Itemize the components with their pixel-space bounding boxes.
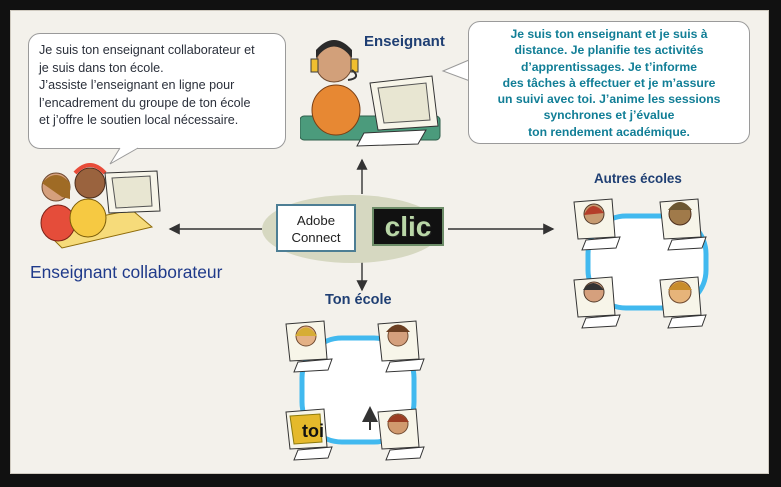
collaborator-speech-bubble: Je suis ton enseignant collaborateur et … (28, 33, 286, 149)
adobe-connect-line-1: Adobe (296, 213, 336, 228)
teacher-line-5: un suivi avec toi. J’anime les sessions (497, 92, 721, 107)
collab-line-4: l’encadrement du groupe de ton école (39, 95, 251, 110)
other-schools-title: Autres écoles (594, 171, 682, 186)
teacher-title: Enseignant (364, 33, 445, 50)
computer-icon (573, 276, 621, 329)
clic-logo: clic (372, 207, 444, 246)
computer-icon (285, 408, 333, 461)
other-schools-network (573, 198, 709, 329)
teacher-line-3: d’apprentissages. Je t’informe (520, 59, 698, 74)
computer-icon (377, 408, 425, 461)
teacher-line-7: ton rendement académique. (528, 124, 690, 139)
computer-icon (659, 276, 707, 329)
computer-icon (377, 320, 425, 373)
your-school-network: toi (285, 320, 425, 461)
collaborator-with-student-icon (40, 163, 161, 249)
collaborator-label: Enseignant collaborateur (30, 262, 223, 282)
teacher-line-6: synchrones et j’évalue (543, 108, 675, 123)
teacher-line-2: distance. Je planifie tes activités (514, 43, 704, 58)
collab-line-3: J’assiste l’enseignant en ligne pour (39, 78, 235, 93)
collab-line-2: je suis dans ton école. (39, 60, 164, 75)
computer-icon (573, 198, 621, 251)
adobe-connect-logo: Adobe Connect (276, 204, 356, 252)
teacher-line-1: Je suis ton enseignant et je suis à (510, 27, 708, 41)
computer-icon (659, 198, 707, 251)
adobe-connect-line-2: Connect (291, 230, 341, 245)
computer-icon (285, 320, 333, 373)
your-school-title: Ton école (325, 292, 392, 308)
collab-line-5: et j’offre le soutien local nécessaire. (39, 113, 239, 128)
teacher-line-4: des tâches à effectuer et je m’assure (502, 75, 716, 90)
teacher-speech-bubble: Je suis ton enseignant et je suis à dist… (468, 21, 750, 144)
toi-badge: toi (302, 421, 324, 441)
collab-line-1: Je suis ton enseignant collaborateur et (39, 43, 255, 57)
teacher-at-computer-icon (300, 40, 441, 147)
